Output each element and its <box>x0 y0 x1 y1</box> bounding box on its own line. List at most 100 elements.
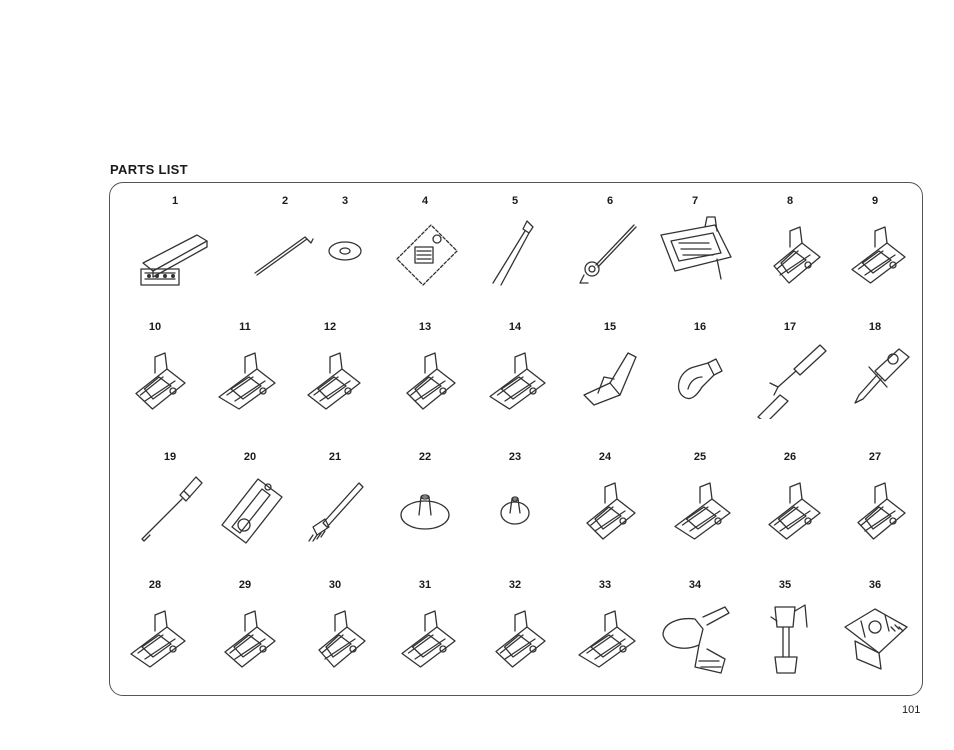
part-number: 29 <box>238 579 252 591</box>
part-number: 9 <box>871 195 879 207</box>
part-number: 32 <box>508 579 522 591</box>
part-item-16: 16 <box>655 321 745 441</box>
part-item-10: 10 <box>110 321 200 441</box>
part-item-11: 11 <box>200 321 290 441</box>
part-number: 8 <box>786 195 794 207</box>
presser-foot-icon <box>290 339 370 419</box>
presser-foot-icon <box>565 597 645 677</box>
part-number: 16 <box>693 321 707 333</box>
buttonhole-foot-icon <box>655 213 735 293</box>
presser-foot-icon <box>205 597 285 677</box>
part-item-30: 30 <box>290 579 380 699</box>
part-number: 22 <box>418 451 432 463</box>
bobbin-pack-icon <box>385 213 465 293</box>
presser-foot-icon <box>750 469 830 549</box>
part-item-2: 2 <box>240 195 330 315</box>
hex-wrench-icon <box>245 213 325 293</box>
part-number: 3 <box>341 195 349 207</box>
part-number: 5 <box>511 195 519 207</box>
page-title: PARTS LIST <box>110 162 188 177</box>
part-item-3: 3 <box>300 195 390 315</box>
part-item-34: 34 <box>650 579 740 699</box>
twin-needle-icon <box>475 213 555 293</box>
part-number: 35 <box>778 579 792 591</box>
part-number: 15 <box>603 321 617 333</box>
part-number: 28 <box>148 579 162 591</box>
part-number: 13 <box>418 321 432 333</box>
part-number: 21 <box>328 451 342 463</box>
part-number: 19 <box>163 451 177 463</box>
presser-foot-icon <box>565 469 645 549</box>
screwdriver-icon <box>130 469 210 549</box>
part-item-25: 25 <box>655 451 745 571</box>
part-number: 25 <box>693 451 707 463</box>
presser-foot-icon <box>475 339 555 419</box>
presser-foot-icon <box>115 597 195 677</box>
part-item-24: 24 <box>560 451 650 571</box>
part-item-6: 6 <box>565 195 655 315</box>
presser-foot-icon <box>205 339 285 419</box>
part-number: 7 <box>691 195 699 207</box>
part-number: 18 <box>868 321 882 333</box>
spool-cap-large-icon <box>385 469 465 549</box>
darning-foot-icon <box>745 597 825 677</box>
part-item-21: 21 <box>290 451 380 571</box>
seam-ripper-icon <box>750 339 830 419</box>
part-number: 4 <box>421 195 429 207</box>
presser-foot-icon <box>385 339 465 419</box>
presser-foot-icon <box>295 597 375 677</box>
part-item-4: 4 <box>380 195 470 315</box>
walking-foot-icon <box>655 597 735 677</box>
part-item-29: 29 <box>200 579 290 699</box>
part-number: 12 <box>323 321 337 333</box>
part-item-15: 15 <box>565 321 655 441</box>
light-bulb-icon <box>660 339 740 419</box>
part-item-9: 9 <box>830 195 920 315</box>
part-number: 6 <box>606 195 614 207</box>
part-item-32: 32 <box>470 579 560 699</box>
presser-foot-icon <box>475 597 555 677</box>
part-number: 24 <box>598 451 612 463</box>
part-number: 14 <box>508 321 522 333</box>
part-number: 23 <box>508 451 522 463</box>
part-number: 11 <box>239 321 251 333</box>
part-number: 34 <box>688 579 702 591</box>
part-number: 10 <box>148 321 162 333</box>
page-number: 101 <box>902 704 921 716</box>
part-number: 17 <box>783 321 797 333</box>
part-item-13: 13 <box>380 321 470 441</box>
felt-washer-icon <box>305 213 385 293</box>
presser-foot-icon <box>835 213 915 293</box>
ruffler-icon <box>835 597 915 677</box>
part-item-19: 19 <box>125 451 215 571</box>
part-item-12: 12 <box>285 321 375 441</box>
part-item-7: 7 <box>650 195 740 315</box>
presser-foot-icon <box>660 469 740 549</box>
part-item-20: 20 <box>205 451 295 571</box>
part-item-36: 36 <box>830 579 920 699</box>
part-number: 27 <box>868 451 882 463</box>
part-item-35: 35 <box>740 579 830 699</box>
needle-case-icon <box>135 213 215 293</box>
presser-foot-icon <box>835 469 915 549</box>
part-item-14: 14 <box>470 321 560 441</box>
presser-foot-icon <box>115 339 195 419</box>
part-number: 26 <box>783 451 797 463</box>
part-item-28: 28 <box>110 579 200 699</box>
part-item-31: 31 <box>380 579 470 699</box>
spool-pin-icon <box>570 213 650 293</box>
part-item-26: 26 <box>745 451 835 571</box>
part-item-22: 22 <box>380 451 470 571</box>
part-item-23: 23 <box>470 451 560 571</box>
guide-attachment-icon <box>570 339 650 419</box>
spool-cap-small-icon <box>475 469 555 549</box>
part-number: 36 <box>868 579 882 591</box>
presser-foot-icon <box>385 597 465 677</box>
part-item-17: 17 <box>745 321 835 441</box>
screwdriver-tool-icon <box>835 339 915 419</box>
part-number: 30 <box>328 579 342 591</box>
part-number: 20 <box>243 451 257 463</box>
presser-foot-icon <box>750 213 830 293</box>
part-number: 2 <box>281 195 289 207</box>
